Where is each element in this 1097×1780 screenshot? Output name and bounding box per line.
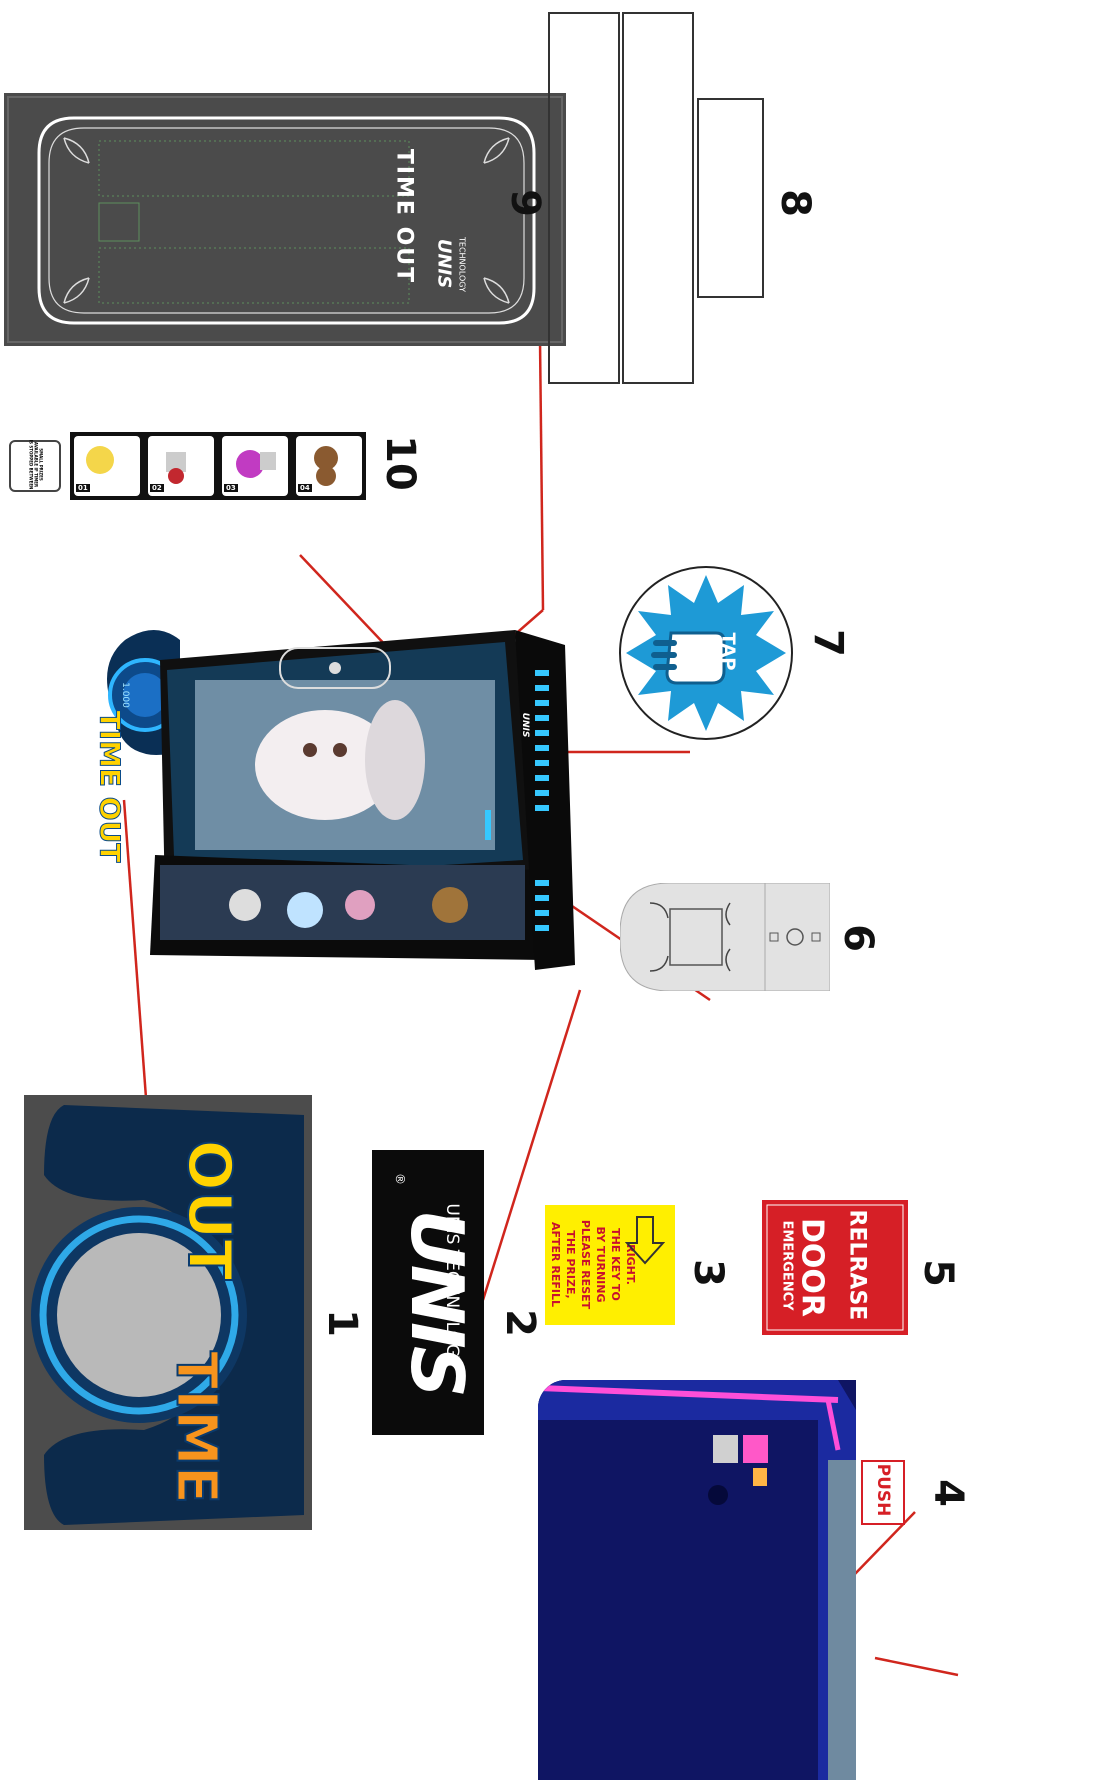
item6-plate-art <box>620 883 830 991</box>
item2-logo-plate: UNIS UNIS TECHNOLOGY ® <box>372 1150 484 1435</box>
item4-push-text: PUSH <box>873 1458 893 1522</box>
item5-arrow <box>762 1200 908 1335</box>
callout-4: 4 <box>925 1473 971 1513</box>
item2-brand: UNIS <box>395 1207 479 1397</box>
item9-panel-art <box>4 93 566 346</box>
item10-step-2: 02 <box>150 484 164 492</box>
item3-sticker: AFTER REFILL THE PRIZE, PLEASE RESET BY … <box>545 1205 675 1325</box>
item3-line-4: BY TURNING <box>594 1212 607 1317</box>
item10-step-3: 03 <box>224 484 238 492</box>
callout-7: 7 <box>805 623 851 663</box>
item3-arrow <box>625 1215 665 1265</box>
callout-2: 2 <box>497 1303 543 1343</box>
item10-steps-art <box>70 432 366 500</box>
item10-notice: SMALL PRIZES AVAILABLE IF TIMER IS STOPP… <box>29 440 44 490</box>
item10-step-1: 01 <box>76 484 90 492</box>
item4-photo <box>538 1380 856 1780</box>
callout-9: 9 <box>502 183 548 223</box>
item7-tap-art <box>616 563 796 743</box>
callout-3: 3 <box>685 1253 731 1293</box>
item4-photo-art <box>538 1380 856 1780</box>
item3-line-1: AFTER REFILL <box>549 1212 562 1317</box>
item5-sticker: EMERGENCY DOOR RELRASE <box>762 1200 908 1335</box>
item4-push-sticker: PUSH <box>861 1460 905 1525</box>
item8-box <box>697 98 764 298</box>
item3-line-3: PLEASE RESET <box>579 1212 592 1317</box>
machine: TIME OUT 1.000 UNIS <box>95 610 595 995</box>
machine-counter: 1.000 <box>120 675 130 715</box>
item6-control-plate <box>620 883 830 991</box>
item3-line-5: THE KEY TO <box>609 1212 622 1317</box>
item3-line-2: THE PRIZE, <box>564 1212 577 1317</box>
item10-strip: 01 02 03 04 <box>70 432 366 500</box>
machine-brand: UNIS <box>520 705 530 745</box>
item10-step-4: 04 <box>298 484 312 492</box>
callout-1: 1 <box>319 1303 365 1343</box>
item1-topper-line2: OUT <box>174 1100 244 1320</box>
item9-box-right <box>622 12 694 384</box>
item7-tap-button: TAP <box>616 563 796 743</box>
item2-mark: ® <box>393 1169 407 1189</box>
item9-tagline: TECHNOLOGY <box>458 225 467 305</box>
item9-box-left <box>548 12 620 384</box>
callout-8: 8 <box>772 183 818 223</box>
item9-panel: TIME OUT UNIS TECHNOLOGY <box>4 93 566 346</box>
item9-brand: UNIS <box>434 224 455 304</box>
machine-art <box>95 610 595 995</box>
callout-10: 10 <box>377 423 423 503</box>
item2-tagline: UNIS TECHNOLOGY <box>442 1170 462 1400</box>
callout-6: 6 <box>835 918 881 958</box>
callout-5: 5 <box>915 1253 961 1293</box>
item1-topper-line1: TIME <box>164 1328 229 1528</box>
item1-topper: TIME OUT <box>24 1095 312 1530</box>
item9-title: TIME OUT <box>392 137 417 297</box>
item7-tap-label: TAP <box>718 632 739 672</box>
item10-notice-card: SMALL PRIZES AVAILABLE IF TIMER IS STOPP… <box>9 440 61 492</box>
